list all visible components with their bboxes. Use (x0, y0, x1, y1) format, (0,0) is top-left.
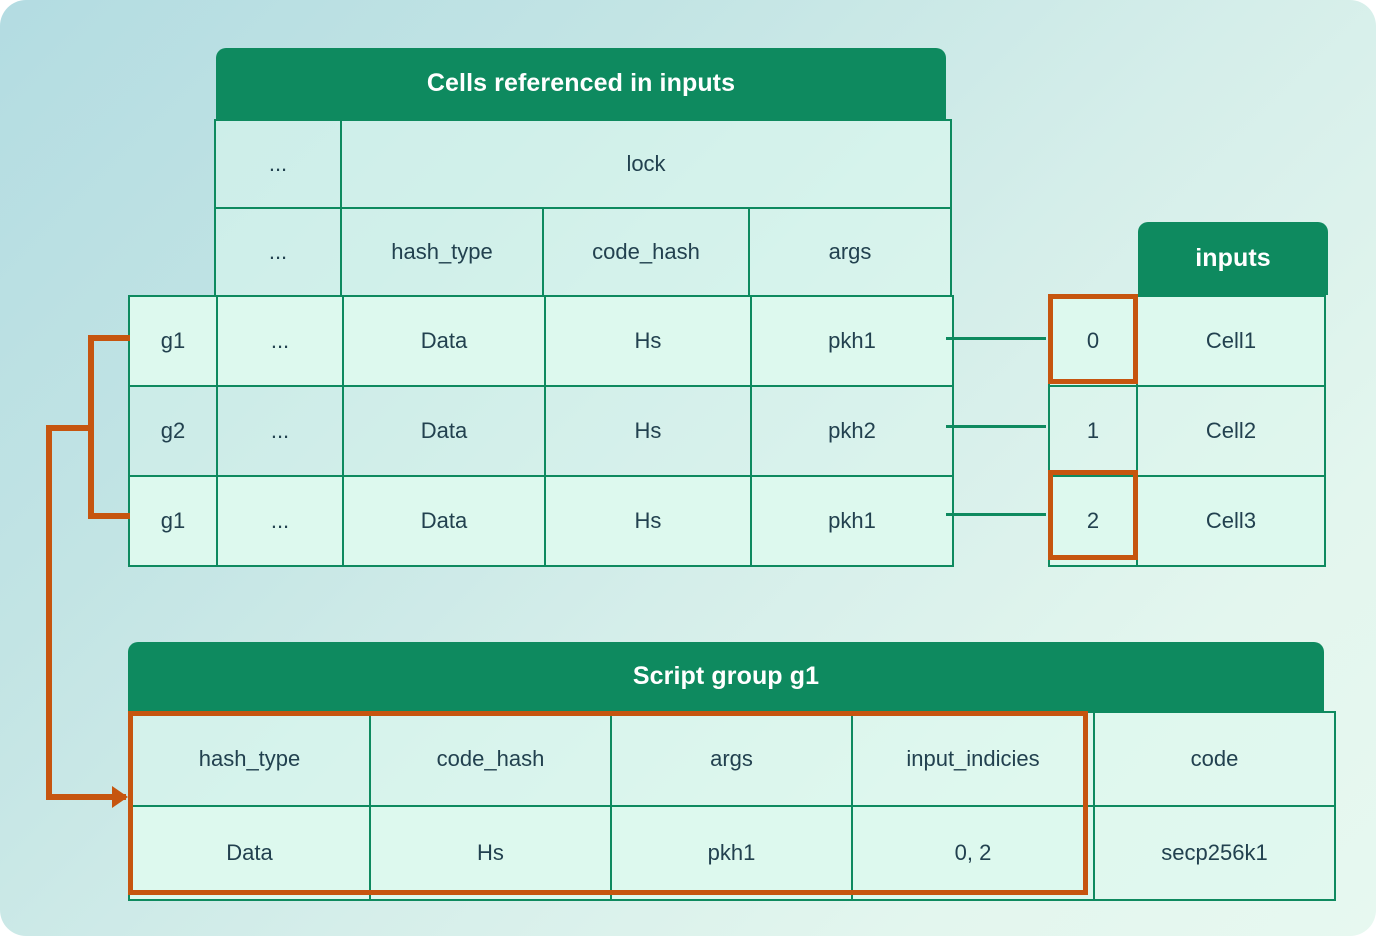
row-args: pkh2 (750, 385, 954, 477)
col-hash-type: hash_type (340, 207, 544, 297)
table-row: g1 ... Data Hs pkh1 (128, 295, 954, 387)
input-index-2: 2 (1048, 475, 1138, 567)
sg-col-code-hash: code_hash (369, 711, 612, 807)
list-item: 2 Cell3 (1048, 475, 1326, 567)
table-row: g1 ... Data Hs pkh1 (128, 475, 954, 567)
cells-header-row-lock: ... lock (128, 119, 952, 209)
row-group-g1-a: g1 (128, 295, 218, 387)
cells-table-body: g1 ... Data Hs pkh1 g2 ... Data Hs pkh2 … (128, 295, 954, 567)
col-args: args (748, 207, 952, 297)
script-group-table: hash_type code_hash args input_indicies … (128, 711, 1336, 901)
cells-subheader-row: ... hash_type code_hash args (128, 207, 952, 297)
inputs-table-body: 0 Cell1 1 Cell2 2 Cell3 (1048, 295, 1326, 567)
inputs-table-title: inputs (1138, 222, 1328, 295)
path-seg-trunk-horizontal (46, 794, 126, 800)
col-ellipsis: ... (214, 207, 342, 297)
row-args: pkh1 (750, 295, 954, 387)
connector-row2 (946, 513, 1046, 516)
sg-col-code: code (1093, 711, 1336, 807)
table-row: Data Hs pkh1 0, 2 secp256k1 (128, 805, 1336, 901)
row-group-g2: g2 (128, 385, 218, 477)
cells-table-title: Cells referenced in inputs (216, 48, 946, 119)
table-row: g2 ... Data Hs pkh2 (128, 385, 954, 477)
sg-val-args: pkh1 (610, 805, 853, 901)
sg-col-args: args (610, 711, 853, 807)
path-seg-g1b-horizontal (88, 513, 130, 519)
connector-row0 (946, 337, 1046, 340)
input-cell-1: Cell2 (1136, 385, 1326, 477)
input-index-0: 0 (1048, 295, 1138, 387)
header-lock: lock (340, 119, 952, 209)
input-index-1: 1 (1048, 385, 1138, 477)
col-code-hash: code_hash (542, 207, 750, 297)
row-group-g1-b: g1 (128, 475, 218, 567)
cells-table-subheader: ... hash_type code_hash args (128, 207, 952, 297)
row-ellipsis: ... (216, 385, 344, 477)
connector-row1 (946, 425, 1046, 428)
cells-table-header: ... lock (128, 119, 952, 209)
sg-col-input-indicies: input_indicies (851, 711, 1095, 807)
path-seg-trunk-vertical (46, 425, 52, 800)
sg-val-hash-type: Data (128, 805, 371, 901)
sg-val-code: secp256k1 (1093, 805, 1336, 901)
sg-col-hash-type: hash_type (128, 711, 371, 807)
sg-val-input-indicies: 0, 2 (851, 805, 1095, 901)
row-hash-type: Data (342, 295, 546, 387)
sg-val-code-hash: Hs (369, 805, 612, 901)
row-hash-type: Data (342, 475, 546, 567)
table-header-row: hash_type code_hash args input_indicies … (128, 711, 1336, 807)
row-code-hash: Hs (544, 385, 752, 477)
row-ellipsis: ... (216, 475, 344, 567)
script-group-title: Script group g1 (128, 642, 1324, 711)
input-cell-0: Cell1 (1136, 295, 1326, 387)
path-seg-merge-horizontal (46, 425, 94, 431)
path-arrow-head-icon (112, 786, 128, 808)
row-code-hash: Hs (544, 475, 752, 567)
input-cell-2: Cell3 (1136, 475, 1326, 567)
row-hash-type: Data (342, 385, 546, 477)
list-item: 1 Cell2 (1048, 385, 1326, 477)
row-code-hash: Hs (544, 295, 752, 387)
list-item: 0 Cell1 (1048, 295, 1326, 387)
path-seg-g1a-horizontal (88, 335, 130, 341)
row-ellipsis: ... (216, 295, 344, 387)
header-ellipsis: ... (214, 119, 342, 209)
row-args: pkh1 (750, 475, 954, 567)
